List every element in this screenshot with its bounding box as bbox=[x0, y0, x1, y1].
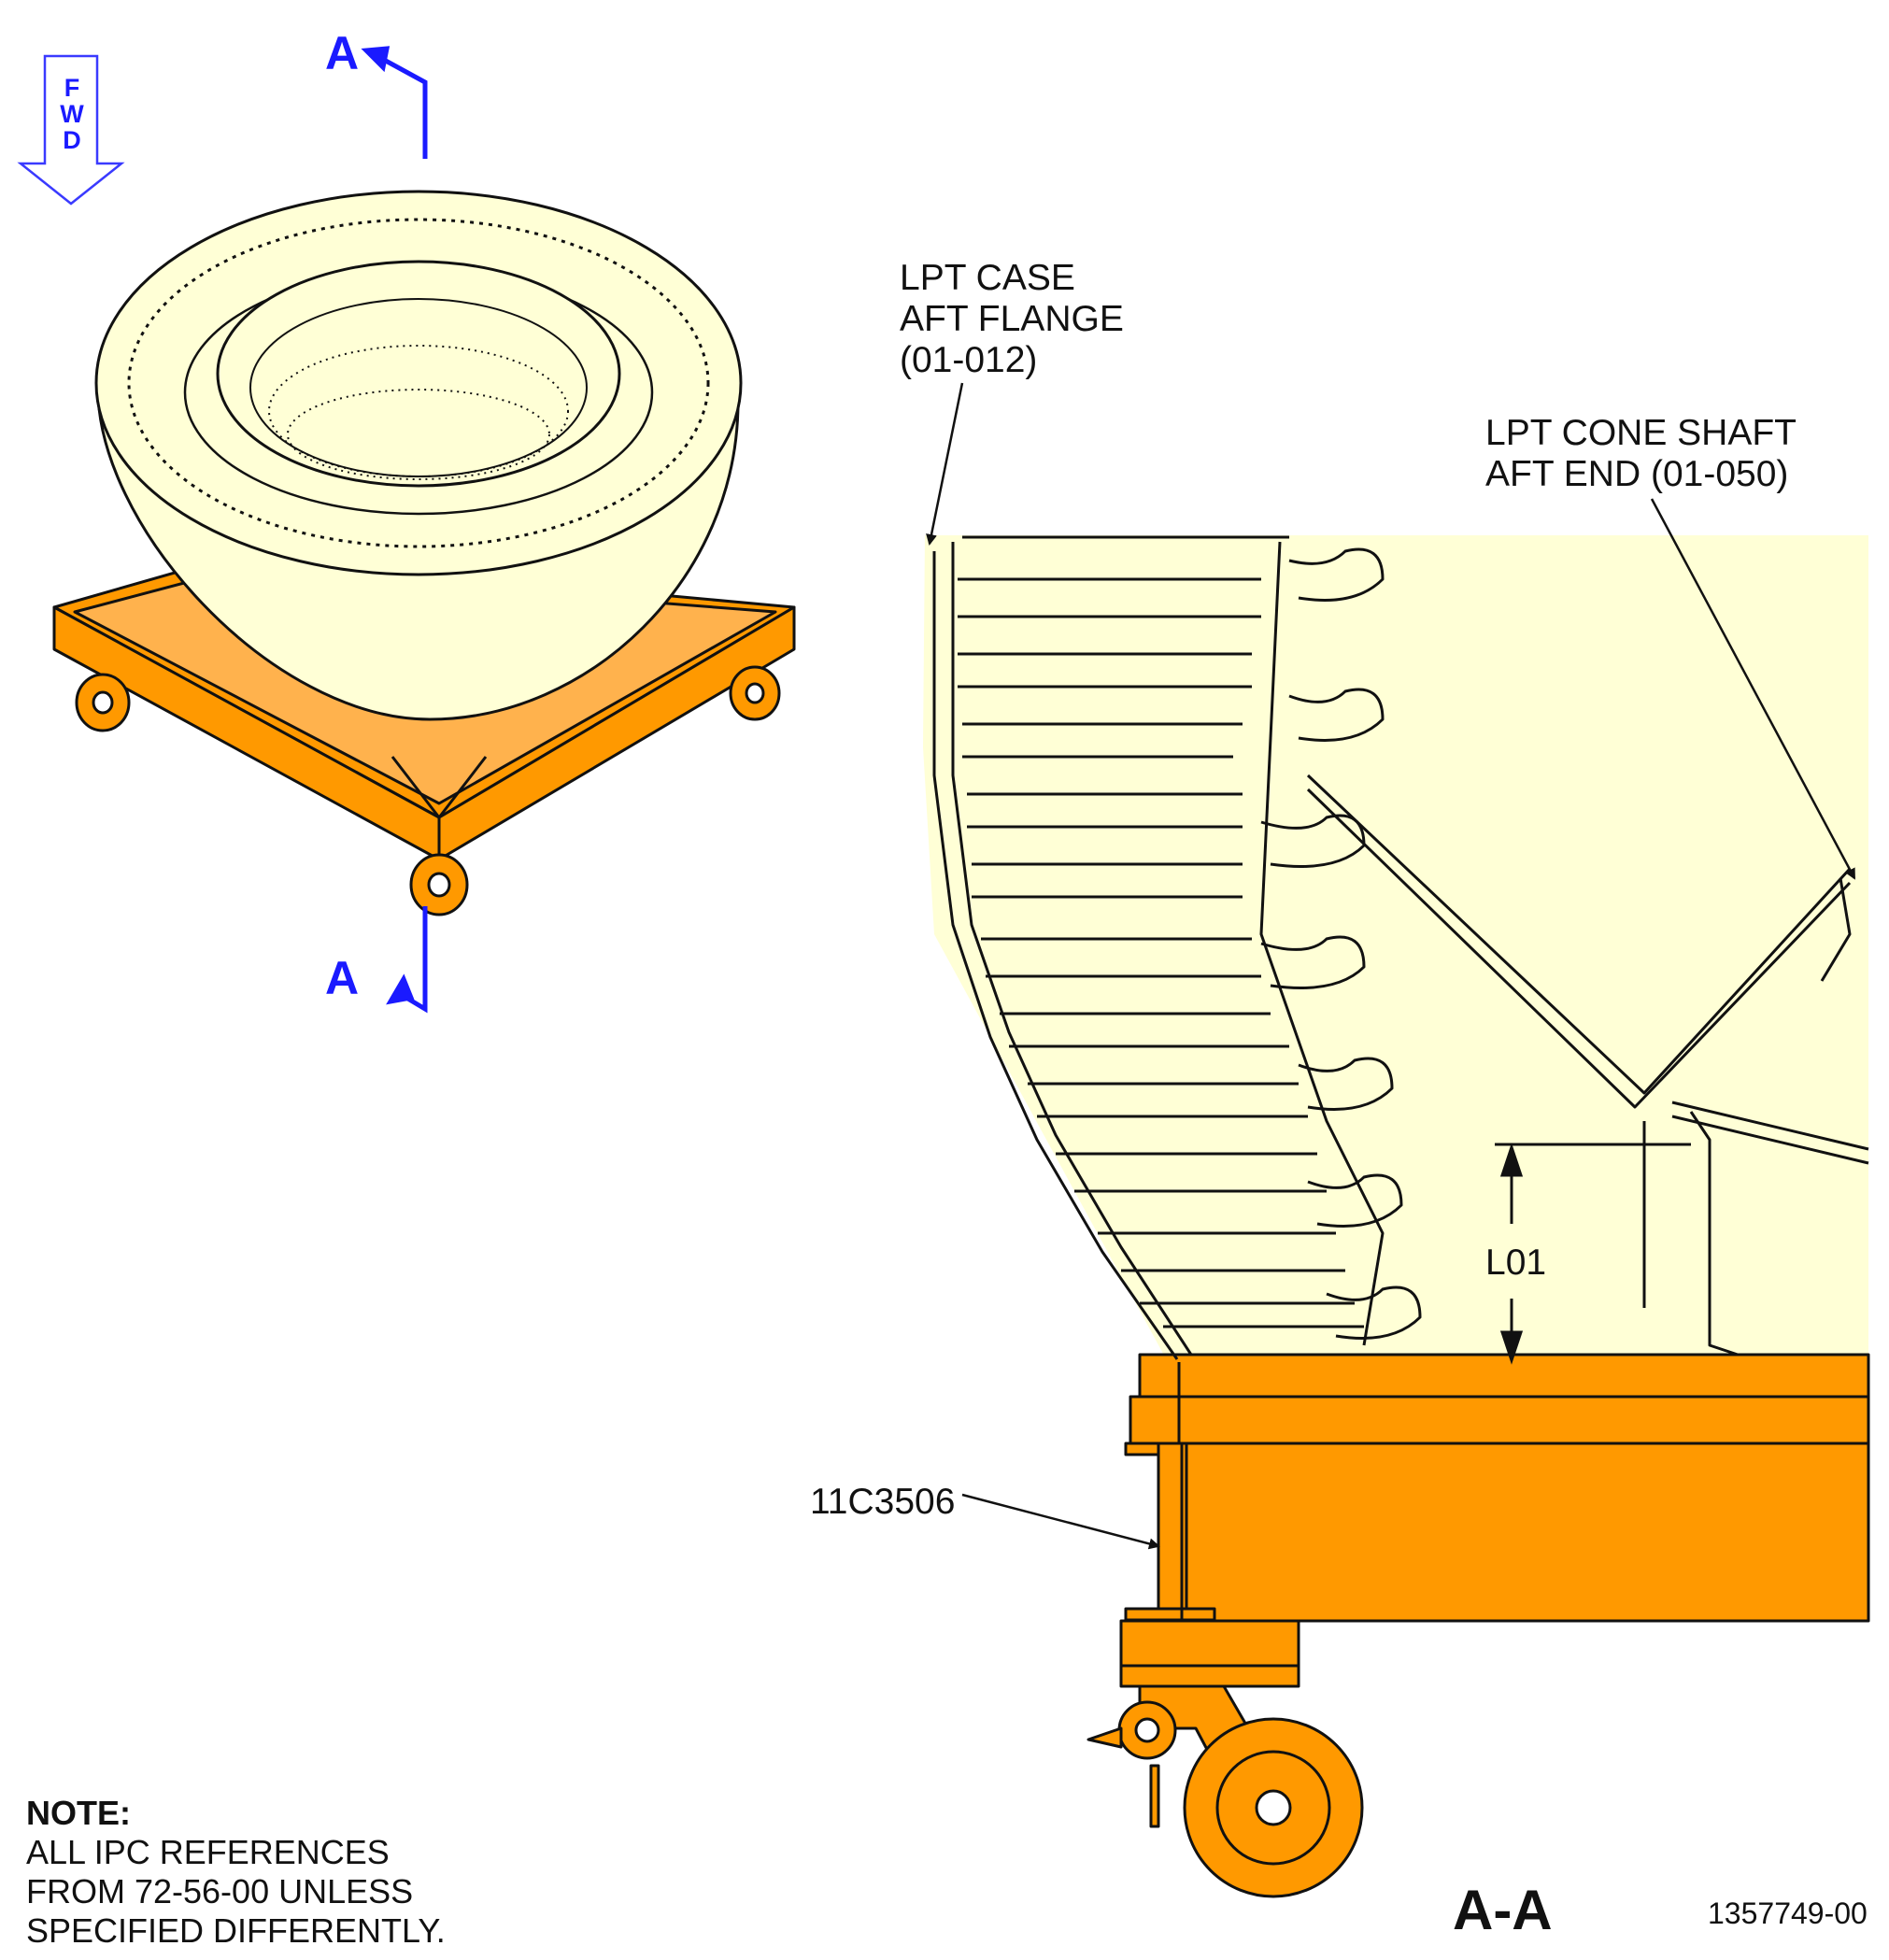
callout-lpt-case-aft-flange: LPT CASE AFT FLANGE (01-012) bbox=[900, 258, 1124, 380]
note-block: NOTE: ALL IPC REFERENCES FROM 72-56-00 U… bbox=[26, 1794, 446, 1951]
fwd-arrow-label: F W D bbox=[60, 74, 84, 154]
fixture-11c3506 bbox=[1087, 1353, 1870, 1898]
dimension-label: L01 bbox=[1482, 1243, 1551, 1284]
section-view bbox=[923, 382, 1870, 1898]
section-mark-bottom: A bbox=[325, 952, 360, 1004]
isometric-engine-module bbox=[94, 190, 743, 721]
isometric-view bbox=[17, 46, 796, 1014]
fwd-arrow-icon bbox=[17, 54, 125, 206]
section-mark-top: A bbox=[325, 27, 360, 79]
dimension-l01 bbox=[1495, 1143, 1691, 1365]
note-line: FROM 72-56-00 UNLESS bbox=[26, 1872, 414, 1910]
section-cut-line bbox=[361, 46, 428, 1014]
callout-lpt-cone-shaft: LPT CONE SHAFT AFT END (01-050) bbox=[1485, 413, 1797, 494]
leader-lines bbox=[926, 382, 1856, 1550]
note-heading: NOTE: bbox=[26, 1794, 131, 1832]
note-line: ALL IPC REFERENCES bbox=[26, 1833, 390, 1871]
figure-number: 1357749-00 bbox=[1708, 1896, 1868, 1930]
note-line: SPECIFIED DIFFERENTLY. bbox=[26, 1911, 446, 1950]
view-title: A-A bbox=[1453, 1879, 1553, 1941]
section-part-fill bbox=[923, 535, 1868, 1362]
callout-fixture-number: 11C3506 bbox=[810, 1482, 956, 1522]
lpt-case-section bbox=[932, 535, 1869, 1360]
